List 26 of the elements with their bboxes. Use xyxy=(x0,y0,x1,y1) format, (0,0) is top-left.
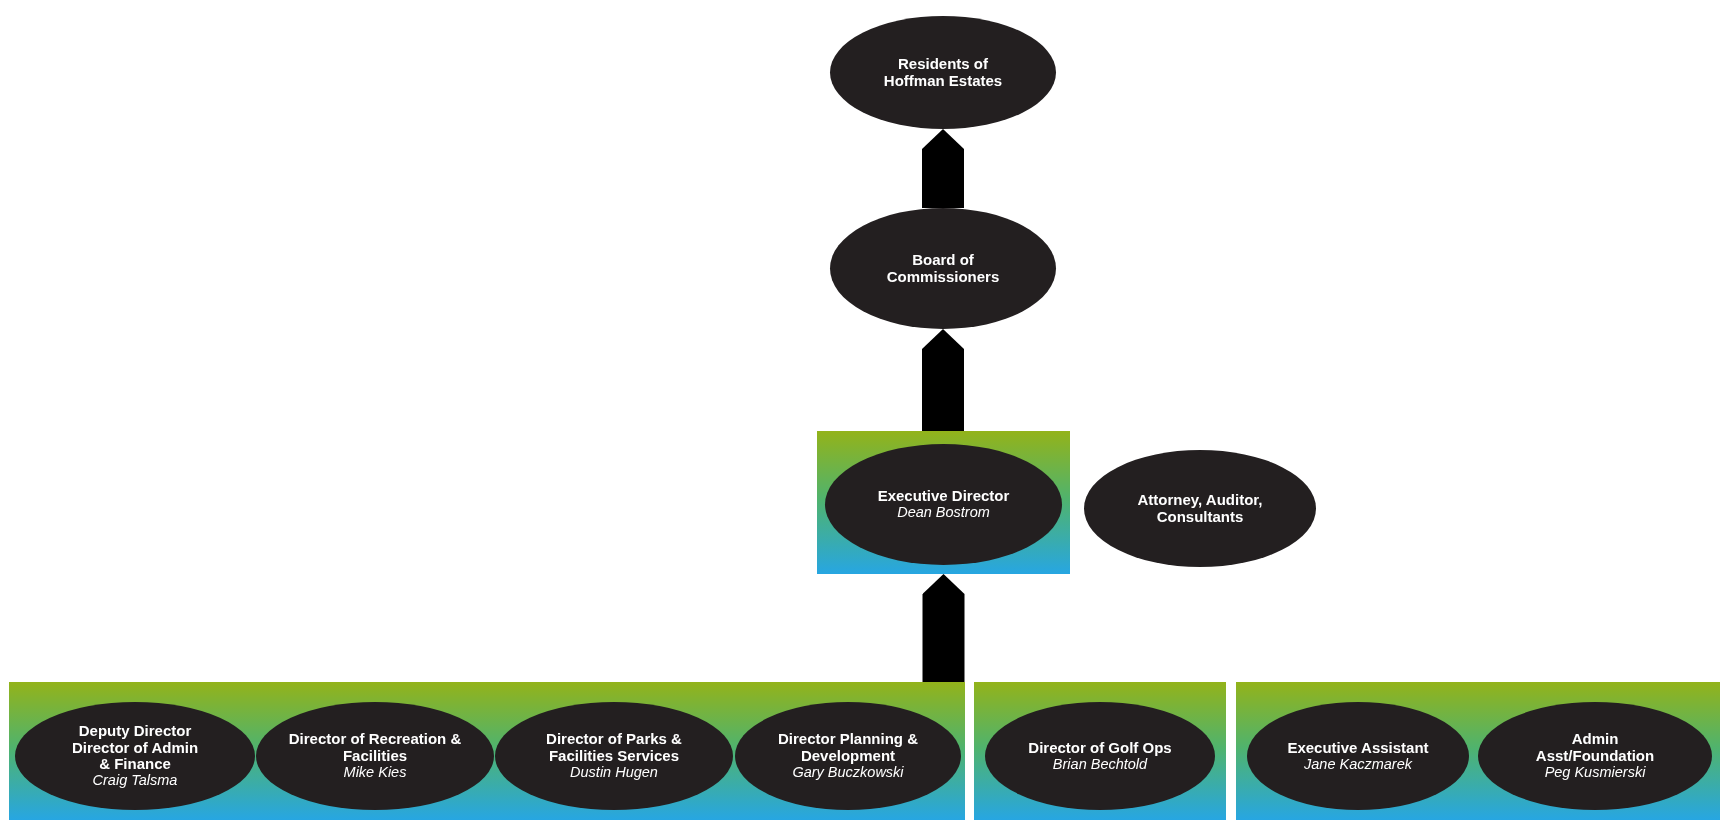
block-arrow xyxy=(922,574,965,682)
role-title: Executive Assistant xyxy=(1287,739,1429,756)
role-title: Attorney, Auditor, Consultants xyxy=(1136,492,1264,525)
block-arrow xyxy=(922,129,964,208)
person-name: Jane Kaczmarek xyxy=(1304,755,1412,773)
person-name: Brian Bechtold xyxy=(1052,755,1148,773)
role-title: Board of Commissioners xyxy=(885,252,1001,285)
person-name: Dustin Hugen xyxy=(570,763,658,781)
gradient-band xyxy=(974,682,1226,820)
person-name: Mike Kies xyxy=(343,763,407,781)
block-arrow xyxy=(922,329,964,431)
person-name: Gary Buczkowski xyxy=(792,763,904,781)
role-title: Admin Asst/Foundation xyxy=(1534,731,1656,764)
role-title: Director of Golf Ops xyxy=(1028,739,1172,756)
gradient-band xyxy=(1236,682,1720,820)
person-name: Peg Kusmierski xyxy=(1544,763,1646,781)
role-title: Deputy Director Director of Admin & Finance xyxy=(70,723,200,772)
gradient-band xyxy=(817,431,1070,574)
gradient-band xyxy=(9,682,965,820)
role-title: Residents of Hoffman Estates xyxy=(882,56,1004,89)
role-title: Director of Parks & Facilities Services xyxy=(545,731,683,764)
role-title: Director Planning & Development xyxy=(777,731,919,764)
role-title: Executive Director xyxy=(877,488,1010,505)
person-name: Dean Bostrom xyxy=(897,504,990,521)
person-name: Craig Talsma xyxy=(92,771,178,789)
role-title: Director of Recreation & Facilities xyxy=(287,731,463,764)
